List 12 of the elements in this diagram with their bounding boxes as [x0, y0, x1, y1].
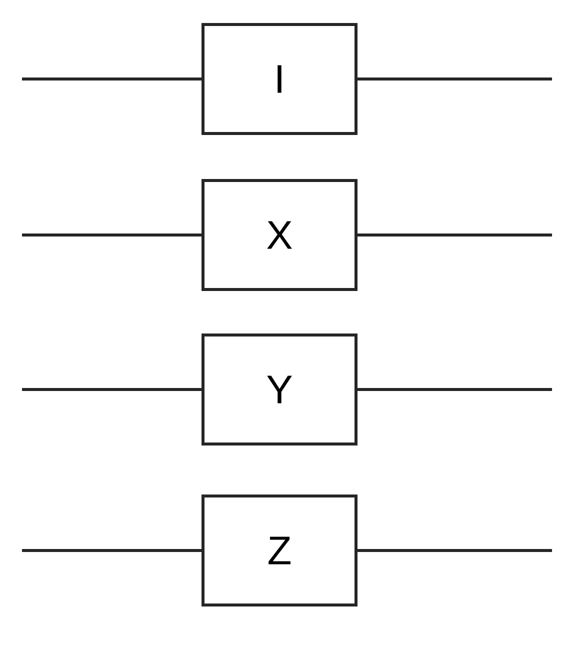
gate-box: X: [202, 179, 358, 291]
wire: [22, 78, 202, 80]
wire: [22, 549, 202, 552]
gate-box: Z: [202, 494, 358, 606]
wire: [22, 388, 202, 391]
gate-box: I: [202, 23, 358, 135]
wire: [358, 549, 552, 552]
gate-box: Y: [202, 334, 358, 446]
wire: [358, 78, 552, 80]
wire: [358, 234, 552, 236]
wire: [22, 234, 202, 236]
wire: [358, 388, 552, 391]
